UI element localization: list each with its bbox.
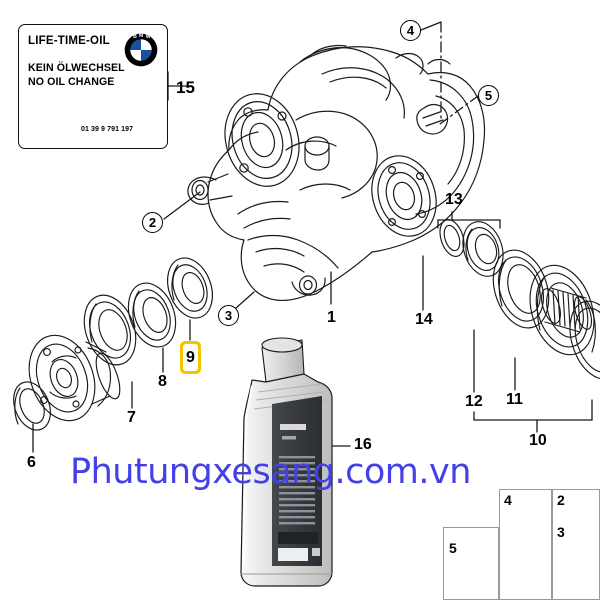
housing-right-flange [371,155,437,237]
callout-8: 8 [158,373,167,390]
callout-3: 3 [218,305,239,326]
callout-1: 1 [327,309,336,326]
inset-cell-bolt-4 [499,489,552,600]
inset-label-4: 4 [504,492,512,508]
inset-label-5: 5 [449,540,457,556]
output-flange [28,334,121,422]
splined-shaft [541,287,593,333]
callout-15: 15 [176,78,195,97]
callout-5: 5 [478,85,499,106]
svg-text:W: W [146,34,151,40]
housing-left-flange [224,93,300,187]
callout-11: 11 [506,391,523,408]
life-time-oil-sticker: LIFE-TIME-OIL KEIN ÖLWECHSEL NO OIL CHAN… [18,24,168,149]
bearing-outer-race [569,300,600,380]
tapered-roller-bearing [529,264,596,356]
site-watermark: Phutungxesang.com.vn [70,452,471,492]
callout-10: 10 [529,432,547,449]
callout-5-label: 5 [484,88,493,103]
callout-9-label: 9 [183,344,198,371]
callout-4-label: 4 [406,23,415,38]
svg-text:M: M [139,33,143,39]
callout-12: 12 [465,393,483,410]
sticker-line-1: LIFE-TIME-OIL [28,35,110,47]
callout-13: 13 [445,191,463,208]
shaft-seal-ring [127,282,177,348]
callout-7: 7 [127,409,136,426]
sticker-line-3: NO OIL CHANGE [28,76,115,88]
shaft-seal [83,294,137,366]
callout-9-highlight[interactable]: 9 [180,341,201,374]
svg-text:B: B [133,34,137,40]
callout-3-label: 3 [224,308,233,323]
callout-14: 14 [415,311,433,328]
shaft-seal-outer [167,257,213,319]
inset-label-3: 3 [557,524,565,540]
inset-cell-bolt-2 [552,489,600,600]
gear-oil-bottle [240,337,333,587]
bmw-roundel-icon: B M W [124,33,158,67]
sticker-line-2: KEIN ÖLWECHSEL [28,62,125,74]
sticker-part-number: 01 39 9 791 197 [81,126,134,133]
callout-16: 16 [354,436,372,453]
inset-cell-nut [443,527,499,600]
seal-and-ring-group [462,221,504,277]
callout-4: 4 [400,20,421,41]
inset-label-2: 2 [557,492,565,508]
leader-lines [32,21,593,453]
differential-housing [187,44,486,302]
callout-6: 6 [27,454,36,471]
callout-2-label: 2 [148,215,157,230]
callout-2: 2 [142,212,163,233]
